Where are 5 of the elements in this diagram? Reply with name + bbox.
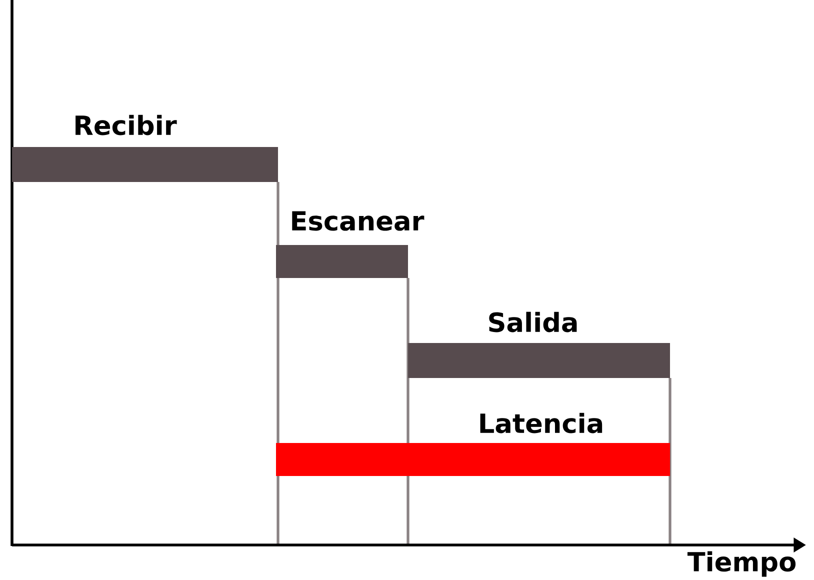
bar-label: Salida <box>489 312 577 332</box>
bar-label: Recibir <box>76 114 177 136</box>
bar-label: Escanear <box>292 211 424 231</box>
bar-label: Latencia <box>480 412 602 434</box>
axis-label: Tiempo <box>687 551 796 577</box>
